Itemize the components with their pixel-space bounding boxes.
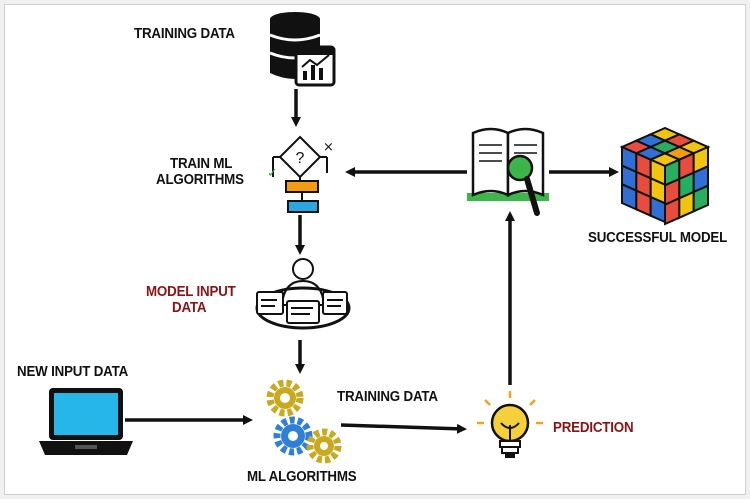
gear-blue xyxy=(273,416,313,456)
flowchart-icon: ? ✓ × xyxy=(267,135,334,213)
gear-gold-top xyxy=(266,379,304,417)
label-prediction: PREDICTION xyxy=(553,420,634,436)
arrow-gears-to-prediction xyxy=(340,423,467,434)
laptop-icon xyxy=(39,388,133,455)
gears-icon xyxy=(266,379,342,464)
diagram-canvas: ? ✓ × xyxy=(4,4,746,495)
rubiks-cube-icon xyxy=(619,126,711,226)
flowchart-check: ✓ xyxy=(267,166,278,181)
label-training-data-top: TRAINING DATA xyxy=(134,26,235,42)
book-magnifier-icon xyxy=(467,127,549,216)
label-successful-model: SUCCESSFUL MODEL xyxy=(588,230,728,246)
label-new-input-data: NEW INPUT DATA xyxy=(17,364,129,380)
cube-sticker xyxy=(692,184,709,213)
gear-gold-bottom xyxy=(306,428,342,464)
label-model-input-line2: DATA xyxy=(172,300,207,316)
label-ml-algorithms: ML ALGORITHMS xyxy=(247,469,357,485)
lightbulb-icon xyxy=(477,391,543,458)
label-model-input-line1: MODEL INPUT xyxy=(146,284,236,300)
label-train-ml-line1: TRAIN ML xyxy=(170,156,233,172)
diagram-graphics: ? ✓ × xyxy=(39,12,711,464)
flowchart-question-mark: ? xyxy=(296,150,305,167)
arrows xyxy=(125,89,619,434)
user-data-ring-icon xyxy=(255,258,351,330)
database-icon xyxy=(269,12,336,87)
label-training-data-mid: TRAINING DATA xyxy=(337,389,438,405)
label-train-ml-line2: ALGORITHMS xyxy=(156,172,244,188)
flowchart-cross: × xyxy=(323,140,334,155)
